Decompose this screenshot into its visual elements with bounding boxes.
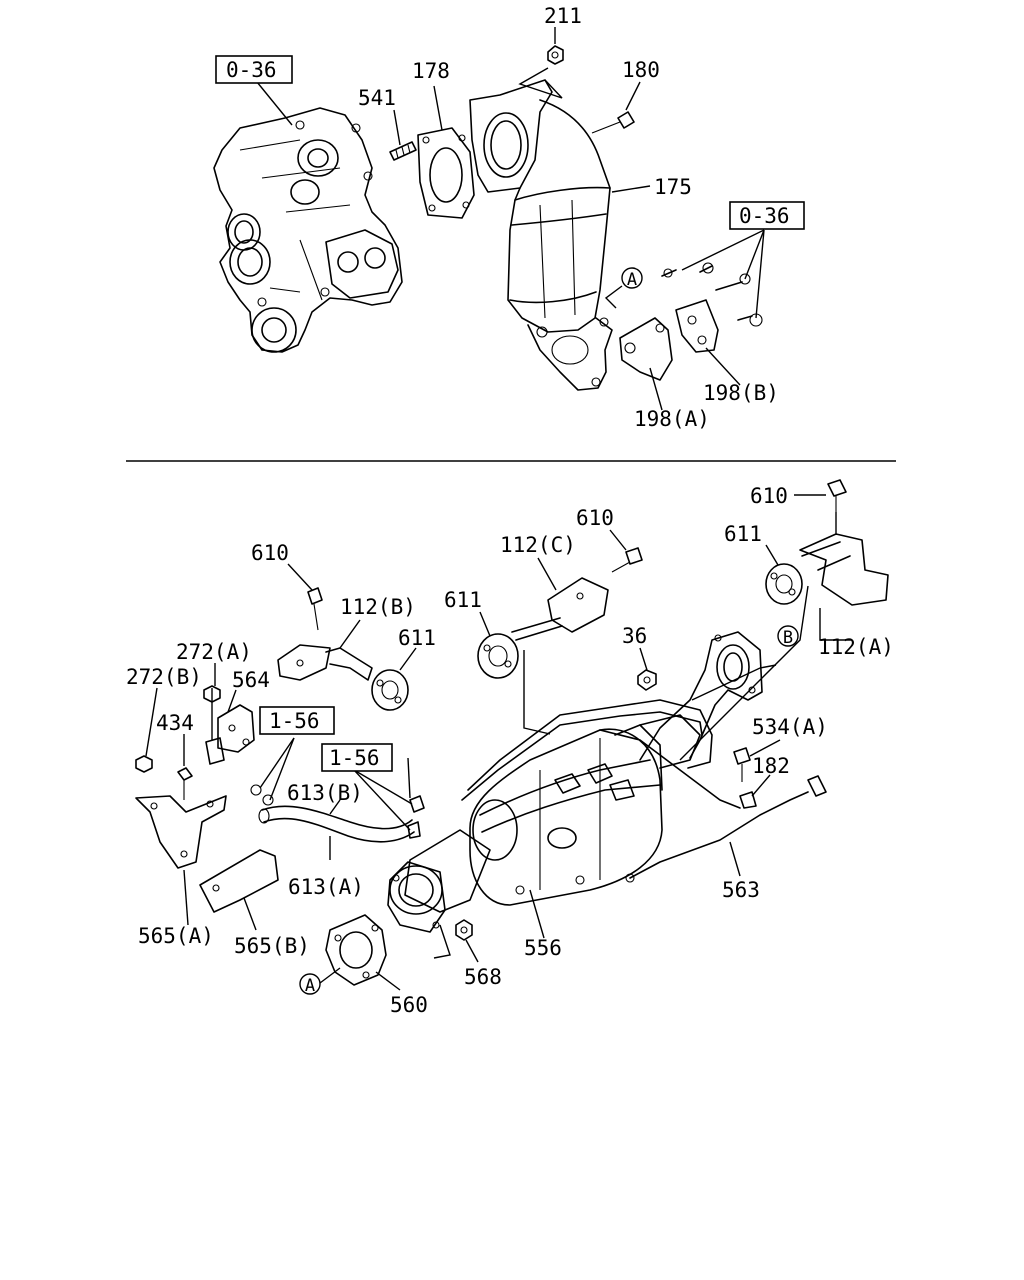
part-label-211: 211 [544, 4, 582, 28]
part-label-560: 560 [390, 993, 428, 1017]
stud-541 [389, 141, 417, 161]
part-label-534a: 534(A) [752, 715, 828, 739]
part-label-611-mid: 611 [444, 588, 482, 612]
part-label-613a: 613(A) [288, 875, 364, 899]
nut-36 [637, 669, 657, 691]
clamp-1-56-left [250, 784, 274, 806]
bolt-610-right [827, 479, 847, 512]
part-label-611-left: 611 [398, 626, 436, 650]
bracket-198a [619, 317, 673, 381]
catalytic-converter-175 [469, 79, 613, 391]
bolt-610-mid [611, 547, 643, 573]
hanger-112a [799, 533, 889, 606]
bolt-534a [733, 747, 751, 782]
part-label-180: 180 [622, 58, 660, 82]
part-label-611-right: 611 [724, 522, 762, 546]
nut-568 [455, 919, 473, 941]
part-label-198b: 198(B) [703, 381, 779, 405]
marker-letter: A [305, 976, 315, 996]
bolts-0-36-group [661, 262, 763, 327]
marker-a-top: A [621, 267, 643, 290]
rubber-mount-611-right [765, 563, 803, 605]
gasket-178 [417, 127, 475, 219]
part-label-198a: 198(A) [634, 407, 710, 431]
bottom-leader-lines [145, 494, 852, 991]
bracket-565b [199, 849, 279, 913]
nut-272b [135, 755, 153, 773]
ref-box-0-36-top-right[interactable]: 0-36 [729, 201, 805, 230]
bracket-565a [135, 795, 227, 869]
part-label-610-right: 610 [750, 484, 788, 508]
sensor-cable-563 [625, 775, 827, 883]
part-label-568: 568 [464, 965, 502, 989]
ref-label: 0-36 [226, 58, 277, 82]
top-leader-lines [256, 27, 765, 411]
marker-b: B [777, 625, 799, 648]
part-label-434: 434 [156, 711, 194, 735]
part-label-565b: 565(B) [234, 934, 310, 958]
exhaust-tubing [461, 699, 741, 809]
bolt-180 [591, 111, 635, 134]
part-label-112c: 112(C) [500, 533, 576, 557]
part-label-565a: 565(A) [138, 924, 214, 948]
nut-211 [547, 45, 564, 65]
part-label-556: 556 [524, 936, 562, 960]
part-label-613b: 613(B) [287, 781, 363, 805]
marker-a-bottom: A [299, 973, 321, 996]
part-label-272b: 272(B) [126, 665, 202, 689]
part-label-272a: 272(A) [176, 640, 252, 664]
bracket-198b [675, 299, 719, 353]
part-label-610-left: 610 [251, 541, 289, 565]
part-label-564: 564 [232, 668, 270, 692]
nut-272a [203, 685, 221, 703]
part-label-541: 541 [358, 86, 396, 110]
ref-label: 1-56 [269, 709, 320, 733]
part-label-563: 563 [722, 878, 760, 902]
bolt-434 [177, 767, 193, 800]
hanger-112c [511, 577, 609, 641]
part-label-112b: 112(B) [340, 595, 416, 619]
part-label-178: 178 [412, 59, 450, 83]
hanger-112b [277, 644, 373, 681]
rubber-mount-611-mid [477, 633, 519, 679]
part-label-36: 36 [622, 624, 647, 648]
dpf-converter-556 [469, 714, 701, 906]
rubber-mount-611-left [371, 669, 409, 711]
inlet-pipe [387, 829, 491, 933]
ref-box-1-56-left[interactable]: 1-56 [259, 706, 335, 735]
marker-letter: A [627, 270, 637, 290]
part-label-112a: 112(A) [818, 635, 894, 659]
bolt-610-left [307, 587, 323, 631]
marker-letter: B [783, 628, 793, 648]
ref-box-0-36-top-left[interactable]: 0-36 [215, 55, 293, 84]
part-label-182: 182 [752, 754, 790, 778]
part-label-175: 175 [654, 175, 692, 199]
outlet-pipe [639, 631, 763, 761]
part-label-610-mid: 610 [576, 506, 614, 530]
clamp-1-56-right [407, 795, 425, 839]
turbocharger-assembly [213, 107, 403, 353]
clip-182 [739, 791, 757, 809]
ref-box-1-56-right[interactable]: 1-56 [321, 743, 393, 772]
ref-label: 0-36 [739, 204, 790, 228]
pipe-613b [258, 805, 415, 843]
sensor-564 [205, 704, 255, 765]
ref-label: 1-56 [329, 746, 380, 770]
gasket-560 [325, 914, 387, 986]
